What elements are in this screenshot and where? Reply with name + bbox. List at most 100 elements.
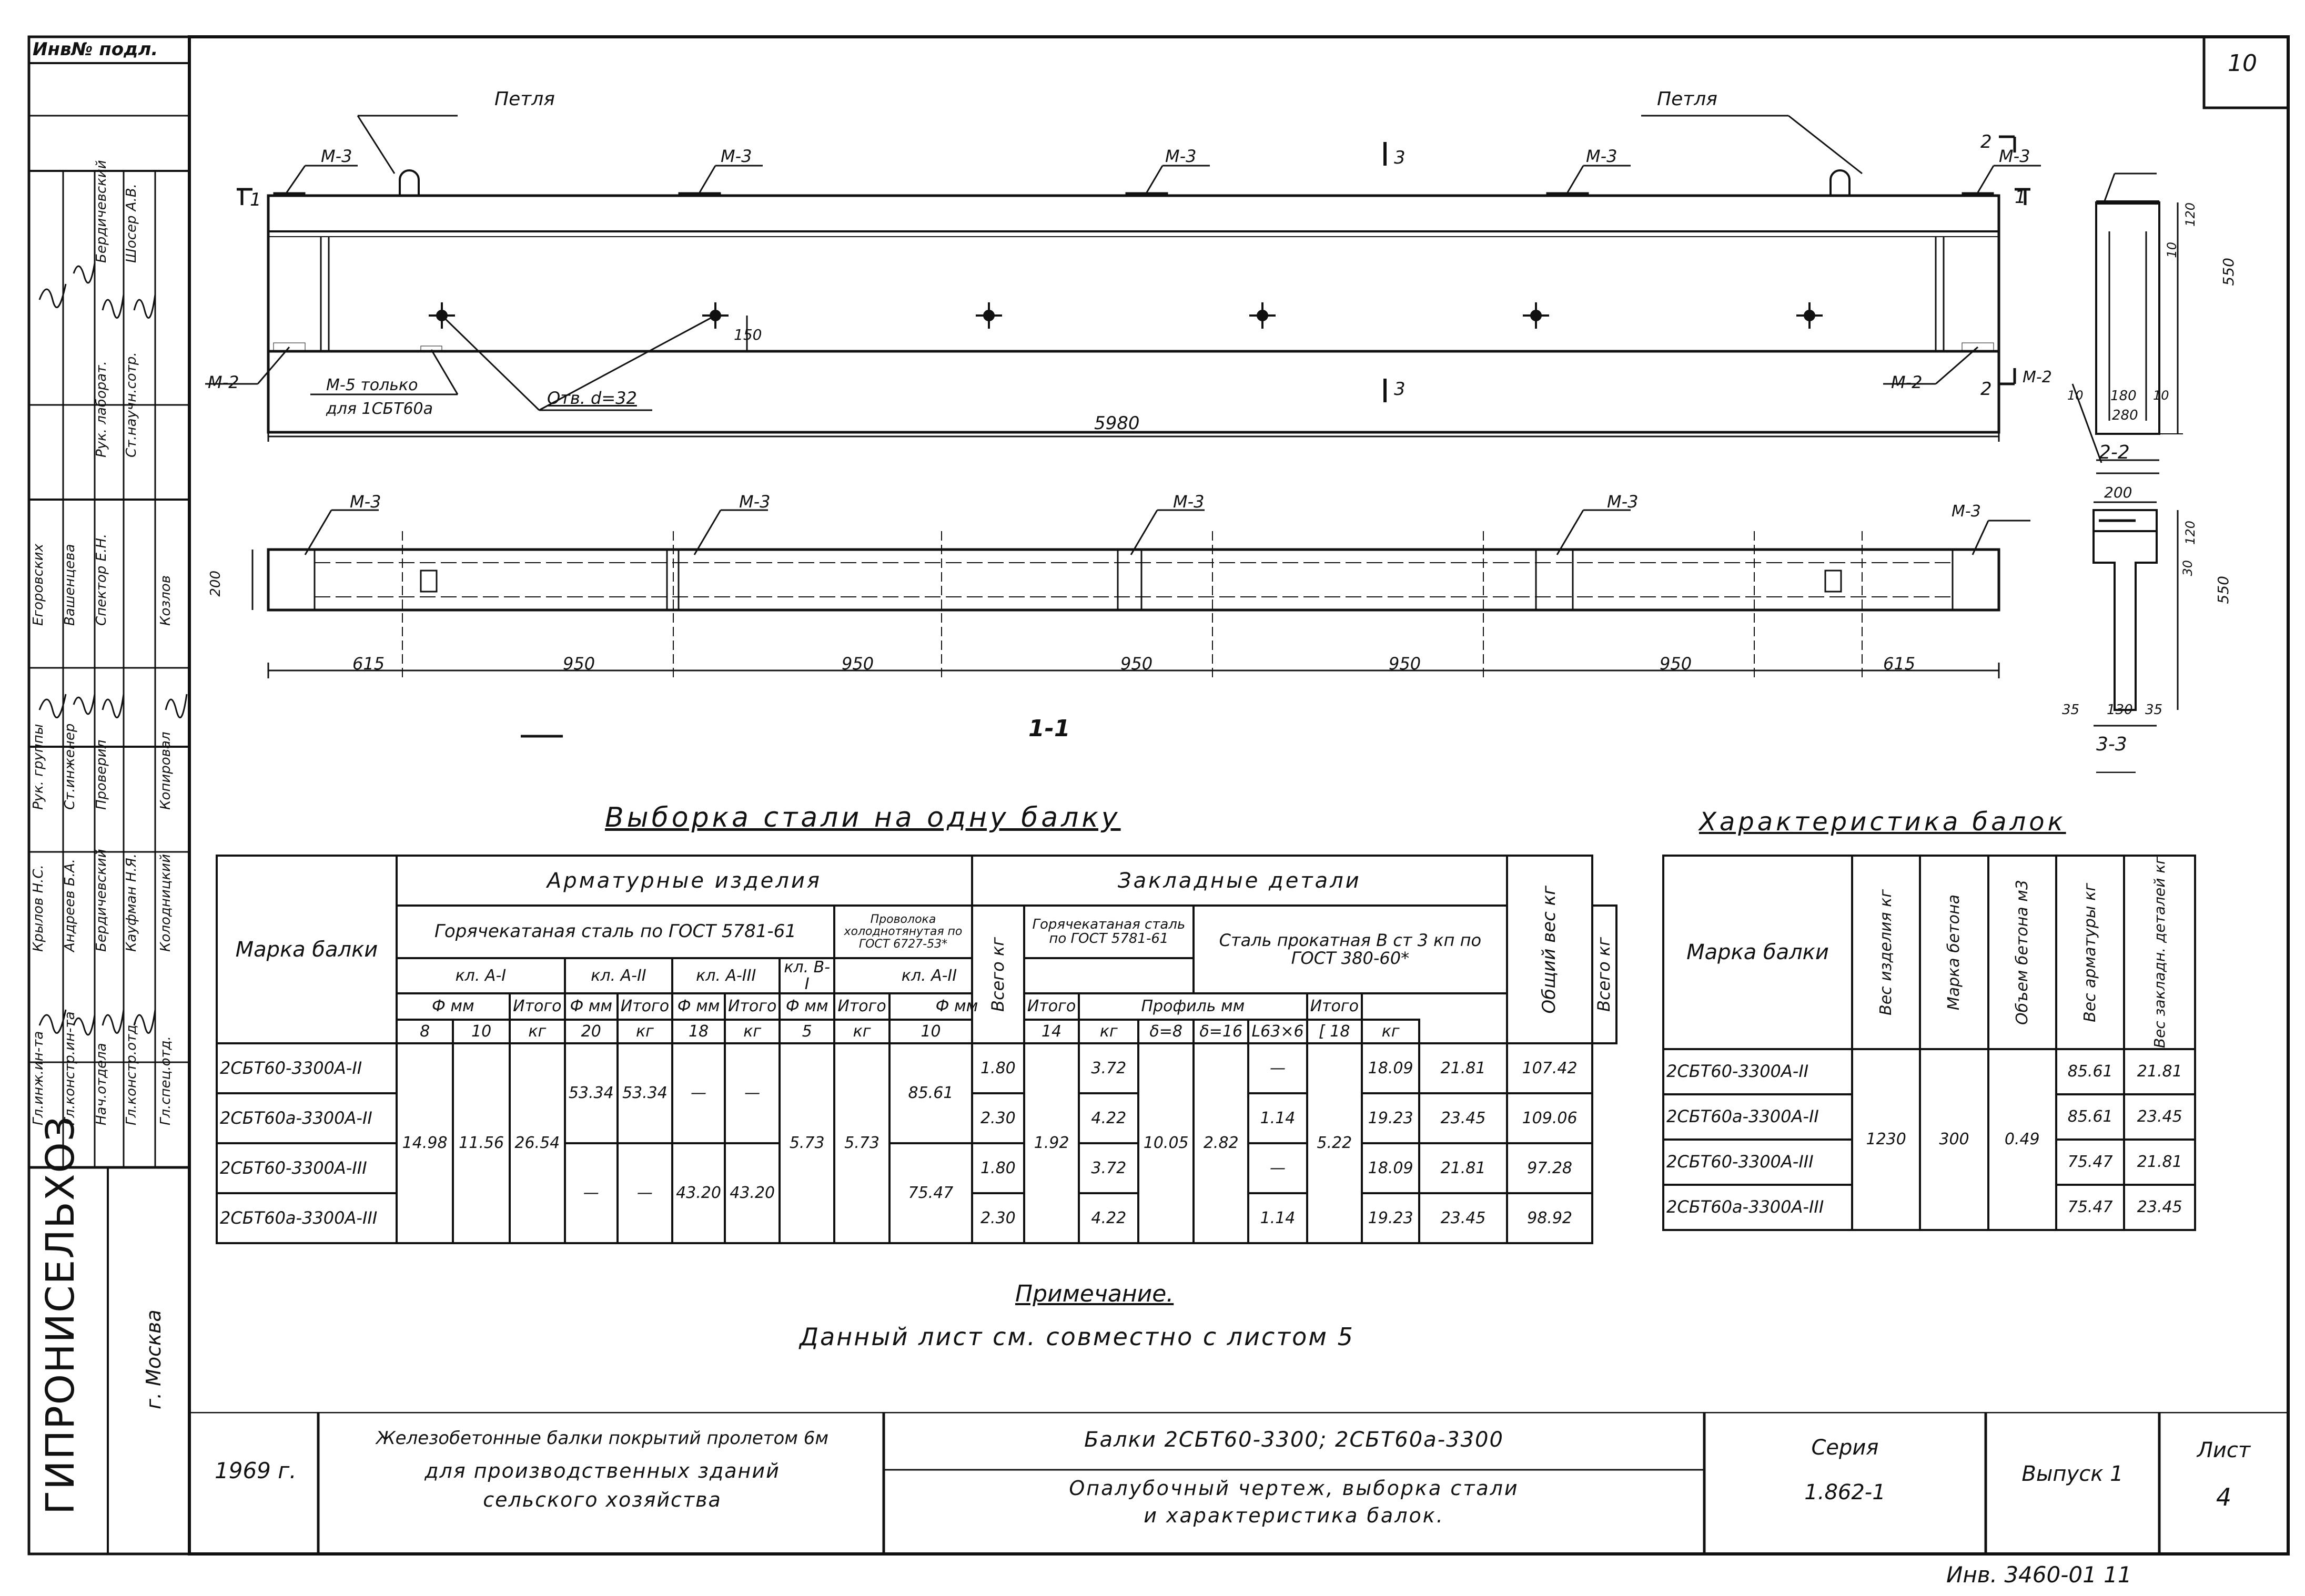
dim: 30 xyxy=(2180,560,2195,576)
desc-line1: Железобетонные балки покрытий пролетом 6… xyxy=(376,1428,828,1449)
dia-header: Ф мм xyxy=(779,992,836,1021)
m3-label: М-3 xyxy=(1952,502,1981,521)
row-mark: 2СБТ60-3300А-III xyxy=(1662,1138,1853,1186)
unit: кг xyxy=(616,1019,674,1044)
series-label: Серия xyxy=(1811,1436,1879,1460)
dim-950: 950 xyxy=(563,654,595,674)
m3-label: М-3 xyxy=(721,146,752,166)
inventory-label: Инв№ подл. xyxy=(33,39,158,60)
table-row: 2СБТ60а-3300А-III 2.30 4.22 1.14 19.23 2… xyxy=(216,1192,1616,1244)
m3-label: М-3 xyxy=(350,492,381,512)
char-header-weight: Вес изделия кг xyxy=(1851,854,1922,1051)
dim-200: 200 xyxy=(208,571,224,597)
itogo-header: Итого xyxy=(1306,992,1363,1021)
dim-950: 950 xyxy=(842,654,874,674)
dia-value: 10 xyxy=(888,1019,973,1044)
m2-label: М-2 xyxy=(208,372,239,392)
m3-label: М-3 xyxy=(1607,492,1639,512)
section-mark-2: 2 xyxy=(1980,379,1992,400)
unit: кг xyxy=(508,1019,566,1044)
issue: Выпуск 1 xyxy=(2021,1462,2124,1486)
itogo-header: Итого xyxy=(508,992,566,1021)
profile-value: δ=8 xyxy=(1137,1019,1195,1044)
char-header-volume: Объем бетона м3 xyxy=(1987,854,2057,1051)
cell: 1.92 xyxy=(1023,1042,1080,1244)
col-header-total: Общий вес кг xyxy=(1505,855,1594,1044)
cell: 75.47 xyxy=(888,1142,973,1244)
dia-header: Ф мм xyxy=(563,992,619,1021)
m3-label: М-3 xyxy=(1173,492,1205,512)
dim: 120 xyxy=(2183,202,2198,227)
section-mark-1: 1 xyxy=(2015,187,2026,208)
char-header-arm: Вес арматуры кг xyxy=(2055,854,2126,1051)
profile-header: Профиль мм xyxy=(1078,992,1308,1021)
table-row: 2СБТ60а-3300А-II 2.30 4.22 1.14 19.23 23… xyxy=(216,1092,1616,1144)
col-header-hot: Горячекатаная сталь по ГОСТ 5781-61 xyxy=(395,904,836,959)
dim-615: 615 xyxy=(1883,654,1916,674)
col-header-emb: Закладные детали xyxy=(970,855,1508,907)
cell: 43.20 xyxy=(671,1142,726,1244)
row-mark: 2СБТ60а-3300А-II xyxy=(216,1092,398,1144)
cell: 4.22 xyxy=(1078,1092,1140,1144)
section-3-3-label: 3-3 xyxy=(2096,734,2127,755)
dia-value: 8 xyxy=(395,1019,454,1044)
col-header-mark: Марка балки xyxy=(216,855,398,1044)
col-header-rolled: Сталь прокатная В ст 3 кп по ГОСТ 380-60… xyxy=(1192,904,1508,994)
drawing-title: Балки 2СБТ60-3300; 2СБТ60а-3300 xyxy=(1084,1428,1504,1452)
cell: 2.30 xyxy=(970,1092,1025,1144)
itogo-header: Итого xyxy=(833,992,891,1021)
cell: 21.81 xyxy=(1418,1042,1508,1094)
table-row: 2СБТ60-3300А-III — — 43.20 43.20 75.47 1… xyxy=(216,1142,1616,1244)
section-mark-3: 3 xyxy=(1394,379,1406,400)
dim: 130 xyxy=(2107,702,2133,718)
table-row: 2СБТ60а-3300А-III 75.47 23.45 xyxy=(1662,1184,2196,1232)
sheet-value: 4 xyxy=(2216,1483,2232,1511)
cell: 75.47 xyxy=(2055,1138,2126,1186)
cell: 1.80 xyxy=(970,1142,1025,1194)
dia-value: 14 xyxy=(1023,1019,1080,1044)
cell: 14.98 xyxy=(395,1042,454,1244)
dim: 200 xyxy=(2104,484,2132,501)
dia-value: 5 xyxy=(779,1019,836,1044)
unit: кг xyxy=(833,1019,891,1044)
cell: 53.34 xyxy=(616,1042,674,1144)
table-row: 2СБТ60-3300А-II 1230 300 0.49 85.61 21.8… xyxy=(1662,1048,2196,1232)
steel-table-title: Выборка стали на одну балку xyxy=(605,802,1121,833)
cell: 3.72 xyxy=(1078,1142,1140,1194)
row-mark: 2СБТ60а-3300А-III xyxy=(216,1192,398,1244)
char-table-title: Характеристика балок xyxy=(1699,807,2066,837)
view-label: 1-1 xyxy=(1028,715,1070,742)
cell: 23.45 xyxy=(2123,1093,2196,1141)
dim-950: 950 xyxy=(1120,654,1153,674)
drawing-subtitle-1: Опалубочный чертеж, выборка стали xyxy=(1069,1477,1519,1500)
char-header-concrete: Марка бетона xyxy=(1919,854,1989,1051)
m3-label: М-3 xyxy=(1999,146,2030,166)
dia-header: Ф мм xyxy=(671,992,726,1021)
m2-label: М-2 xyxy=(2023,368,2052,387)
m3-label: М-3 xyxy=(1165,146,1197,166)
itogo-header: Итого xyxy=(723,992,781,1021)
cell: — xyxy=(1247,1042,1308,1094)
cell: 85.61 xyxy=(888,1042,973,1144)
title-block-grid xyxy=(189,1412,2288,1554)
dia-value: 18 xyxy=(671,1019,726,1044)
cell: 1.80 xyxy=(970,1042,1025,1094)
cell: 85.61 xyxy=(2055,1093,2126,1141)
cell: 5.73 xyxy=(833,1042,891,1244)
drawing-subtitle-2: и характеристика балок. xyxy=(1144,1504,1444,1527)
cell: 19.23 xyxy=(1360,1192,1421,1244)
dim-150: 150 xyxy=(734,326,762,343)
dim-615: 615 xyxy=(352,654,385,674)
section-2-2-label: 2-2 xyxy=(2099,442,2130,463)
cell: 4.22 xyxy=(1078,1192,1140,1244)
dia-value: 10 xyxy=(452,1019,511,1044)
cell: 2.82 xyxy=(1192,1042,1250,1244)
cell: 2.30 xyxy=(970,1192,1025,1244)
cell: — xyxy=(616,1142,674,1244)
signatures xyxy=(38,262,188,1036)
row-mark: 2СБТ60-3300А-III xyxy=(216,1142,398,1194)
cell: 21.81 xyxy=(2123,1138,2196,1186)
dim-950: 950 xyxy=(1389,654,1421,674)
m3-label: М-3 xyxy=(739,492,771,512)
